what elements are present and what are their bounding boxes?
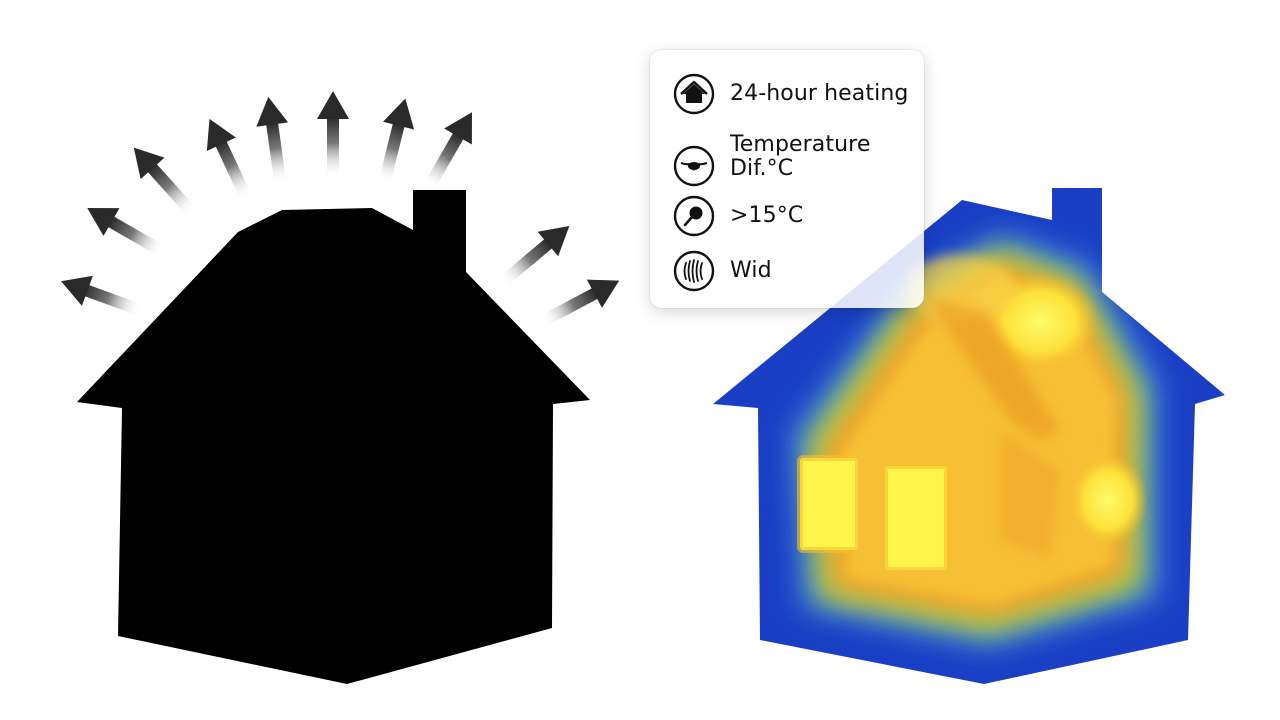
legend-item-wind: Wid [672, 249, 772, 293]
legend-card: 24-hour heating Temperature Dif.°C [650, 50, 924, 308]
legend-label-line1: Temperature [730, 132, 871, 157]
heat-arrow [317, 91, 349, 177]
heat-arrows [61, 91, 620, 327]
heat-arrow [499, 226, 570, 286]
legend-item-24-hour-heating: 24-hour heating [672, 72, 908, 116]
legend-item-temperature-difference: Temperature Dif.°C [672, 126, 870, 188]
thermal-window-left [800, 458, 858, 550]
thermal-window-right [885, 466, 947, 570]
heat-arrow [61, 275, 143, 316]
heat-arrow [256, 96, 289, 183]
radiator-icon [672, 144, 716, 188]
heat-arrow [87, 208, 165, 257]
heat-arrow [423, 112, 472, 190]
house-icon [672, 72, 716, 116]
heat-arrow [133, 147, 196, 216]
legend-label: 24-hour heating [730, 81, 909, 106]
thermal-house [713, 188, 1225, 684]
legend-label: >15°C [730, 203, 804, 228]
thermometer-icon [672, 194, 716, 238]
legend-label: Temperature Dif.°C [730, 133, 870, 181]
heat-arrow [206, 118, 252, 200]
house-silhouette [77, 190, 590, 684]
heat-arrow [378, 98, 415, 184]
legend-item-above-15c: >15°C [672, 194, 803, 238]
heat-arrow [540, 279, 620, 327]
wind-icon [672, 249, 716, 293]
legend-label-line2: Dif.°C [730, 156, 794, 181]
legend-label: Wid [730, 258, 772, 283]
